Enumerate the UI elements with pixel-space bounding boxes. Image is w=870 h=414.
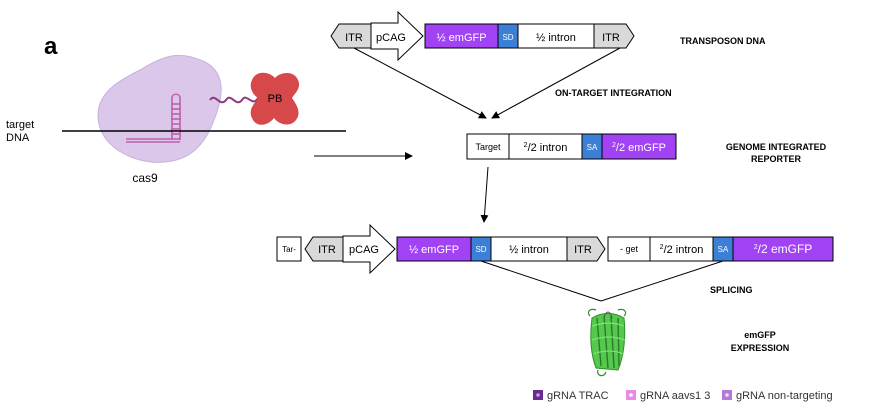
int-sa-label: SA <box>718 245 729 254</box>
legend-label-trac: gRNA TRAC <box>547 390 609 402</box>
linker <box>209 96 259 104</box>
int-emgfp-half-label: ½ emGFP <box>409 244 459 256</box>
reporter-target-box <box>466 133 510 160</box>
genome-integrated-label-2: REPORTER <box>751 154 802 164</box>
arrow-to-integrated <box>480 166 489 223</box>
legend-label-aavs1: gRNA aavs1 3 <box>640 390 710 402</box>
itr-left-label: ITR <box>345 32 363 44</box>
tar-box <box>276 236 302 262</box>
int-itr-right-box <box>566 236 606 262</box>
genome-integrated-label-1: GENOME INTEGRATED <box>726 142 827 152</box>
legend-dot-aavs1 <box>629 393 633 397</box>
splicing-label: SPLICING <box>710 285 753 295</box>
transposon-dna-label: TRANSPOSON DNA <box>680 36 766 46</box>
integrated-construct: Tar- ITR pCAG ½ emGFP SD ½ intron ITR - … <box>276 223 834 275</box>
reporter-emgfp-label: 2/2 emGFP <box>612 142 666 154</box>
int-emgfp2-box <box>732 236 834 262</box>
reporter-intron-box <box>508 133 583 160</box>
legend-dot-nontargeting <box>725 393 729 397</box>
panel-label: a <box>44 33 58 60</box>
cas9-illustration: PB target DNA cas9 <box>6 54 346 185</box>
pb-label: PB <box>268 93 283 105</box>
get-box <box>607 236 651 262</box>
expression-label-2: EXPRESSION <box>731 343 790 353</box>
intron-half-box <box>517 23 595 49</box>
int-intron-half-label: ½ intron <box>509 244 549 256</box>
tar-label: Tar- <box>282 245 296 254</box>
splice-line-left <box>480 260 602 302</box>
converge-right <box>491 47 621 119</box>
int-sd-label: SD <box>475 245 486 254</box>
legend-dot-trac <box>536 393 540 397</box>
converge-left <box>353 47 487 119</box>
int-intron-half-box <box>490 236 568 262</box>
cas9-blob <box>97 54 222 163</box>
expression-label-1: emGFP <box>744 330 776 340</box>
itr-right-label: ITR <box>602 32 620 44</box>
get-label: - get <box>620 244 639 254</box>
int-itr-left-label: ITR <box>318 244 336 256</box>
int-pcag-arrow <box>342 223 396 275</box>
int-emgfp-half-box <box>396 236 472 262</box>
target-dna-label-1: target <box>6 119 34 131</box>
int-intron2-label: 2/2 intron <box>660 244 704 256</box>
transposon-construct: ITR pCAG ½ emGFP SD ½ intron ITR <box>330 10 635 62</box>
legend: gRNA TRAC gRNA aavs1 3 gRNA non-targetin… <box>533 390 833 402</box>
emgfp-half-box <box>424 23 499 49</box>
reporter-construct: Target 2/2 intron SA 2/2 emGFP <box>466 133 677 160</box>
itr-right-box <box>593 23 635 49</box>
int-emgfp2-label: 2/2 emGFP <box>754 242 813 256</box>
intron-half-label: ½ intron <box>536 32 576 44</box>
emgfp-half-label: ½ emGFP <box>436 32 486 44</box>
pb-transposase <box>250 72 300 125</box>
pcag-label: pCAG <box>376 32 406 44</box>
reporter-emgfp-box <box>601 133 677 160</box>
target-dna-label-2: DNA <box>6 132 30 144</box>
on-target-label: ON-TARGET INTEGRATION <box>555 88 672 98</box>
splice-line-right <box>600 260 724 302</box>
legend-label-nontargeting: gRNA non-targeting <box>736 390 833 402</box>
cas9-label: cas9 <box>132 171 158 185</box>
reporter-target-label: Target <box>475 142 501 152</box>
pcag-arrow <box>370 10 424 62</box>
int-pcag-label: pCAG <box>349 244 379 256</box>
grna-hairpin <box>126 93 181 143</box>
int-itr-right-label: ITR <box>574 244 592 256</box>
reporter-sa-label: SA <box>587 143 598 152</box>
gfp-protein <box>587 308 627 377</box>
reporter-intron-label: 2/2 intron <box>524 142 568 154</box>
sd-label: SD <box>502 33 513 42</box>
